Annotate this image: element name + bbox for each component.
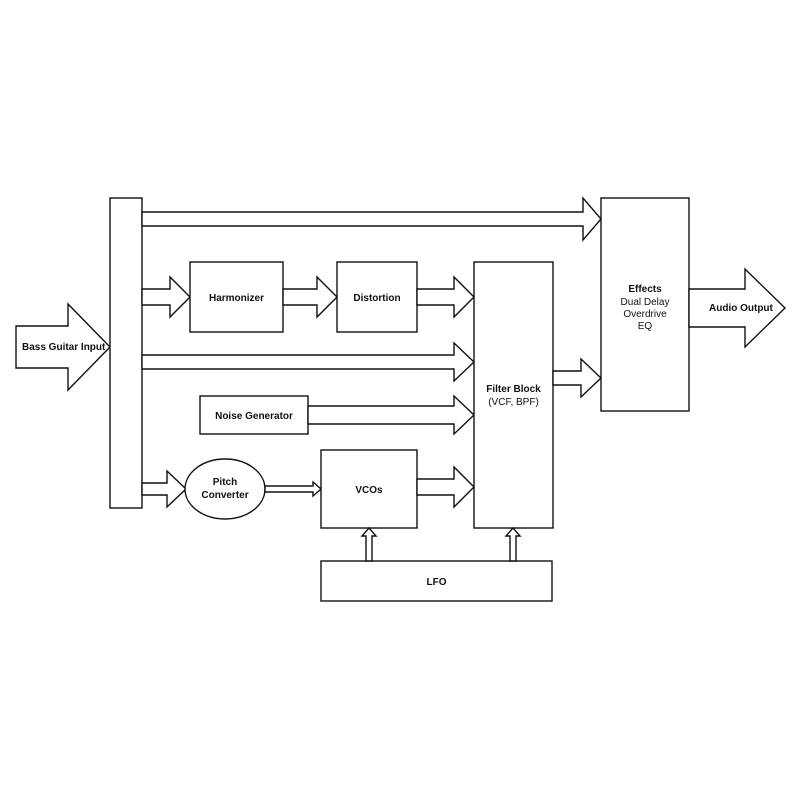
arrow-to-harmonizer <box>141 275 191 319</box>
filter-block <box>473 261 554 529</box>
arrow-harmonizer-to-distortion <box>282 275 338 319</box>
arrow-lfo-to-vcos <box>360 526 378 562</box>
input-label: Bass Guitar Input <box>22 342 106 353</box>
lfo-block <box>320 560 553 602</box>
harmonizer-block <box>189 261 284 333</box>
filter-block-label-2: (VCF, BPF) <box>488 397 539 408</box>
arrow-pitch-to-vcos <box>264 480 323 498</box>
input-arrow <box>15 302 111 392</box>
bypass-arrow-to-effects <box>141 196 602 242</box>
arrow-noise-to-filter <box>307 394 476 436</box>
pitch-converter-block <box>184 458 266 520</box>
output-arrow <box>688 267 787 349</box>
filter-block-label-1: Filter Block <box>486 384 541 395</box>
pitch-converter-label-2: Converter <box>201 490 248 501</box>
arrow-lfo-to-filter <box>504 526 522 562</box>
distortion-block <box>336 261 418 333</box>
arrow-direct-to-filter <box>141 341 476 383</box>
arrow-to-pitch-converter <box>141 469 188 509</box>
noise-generator-block <box>199 395 309 435</box>
arrow-vcos-to-filter <box>416 465 475 509</box>
lfo-label: LFO <box>427 577 447 588</box>
arrow-filter-to-effects <box>552 357 603 399</box>
input-splitter-bar <box>109 197 143 509</box>
vcos-label: VCOs <box>355 485 383 496</box>
effects-item-dual-delay: Dual Delay <box>621 297 670 308</box>
distortion-label: Distortion <box>353 293 400 304</box>
pitch-converter-label-1: Pitch <box>213 477 237 488</box>
effects-title: Effects <box>628 284 662 295</box>
effects-item-eq: EQ <box>638 321 653 332</box>
arrow-distortion-to-filter <box>416 275 475 319</box>
harmonizer-label: Harmonizer <box>209 293 264 304</box>
output-label: Audio Output <box>709 303 774 314</box>
effects-item-overdrive: Overdrive <box>623 309 667 320</box>
vcos-block <box>320 449 418 529</box>
noise-generator-label: Noise Generator <box>215 411 293 422</box>
